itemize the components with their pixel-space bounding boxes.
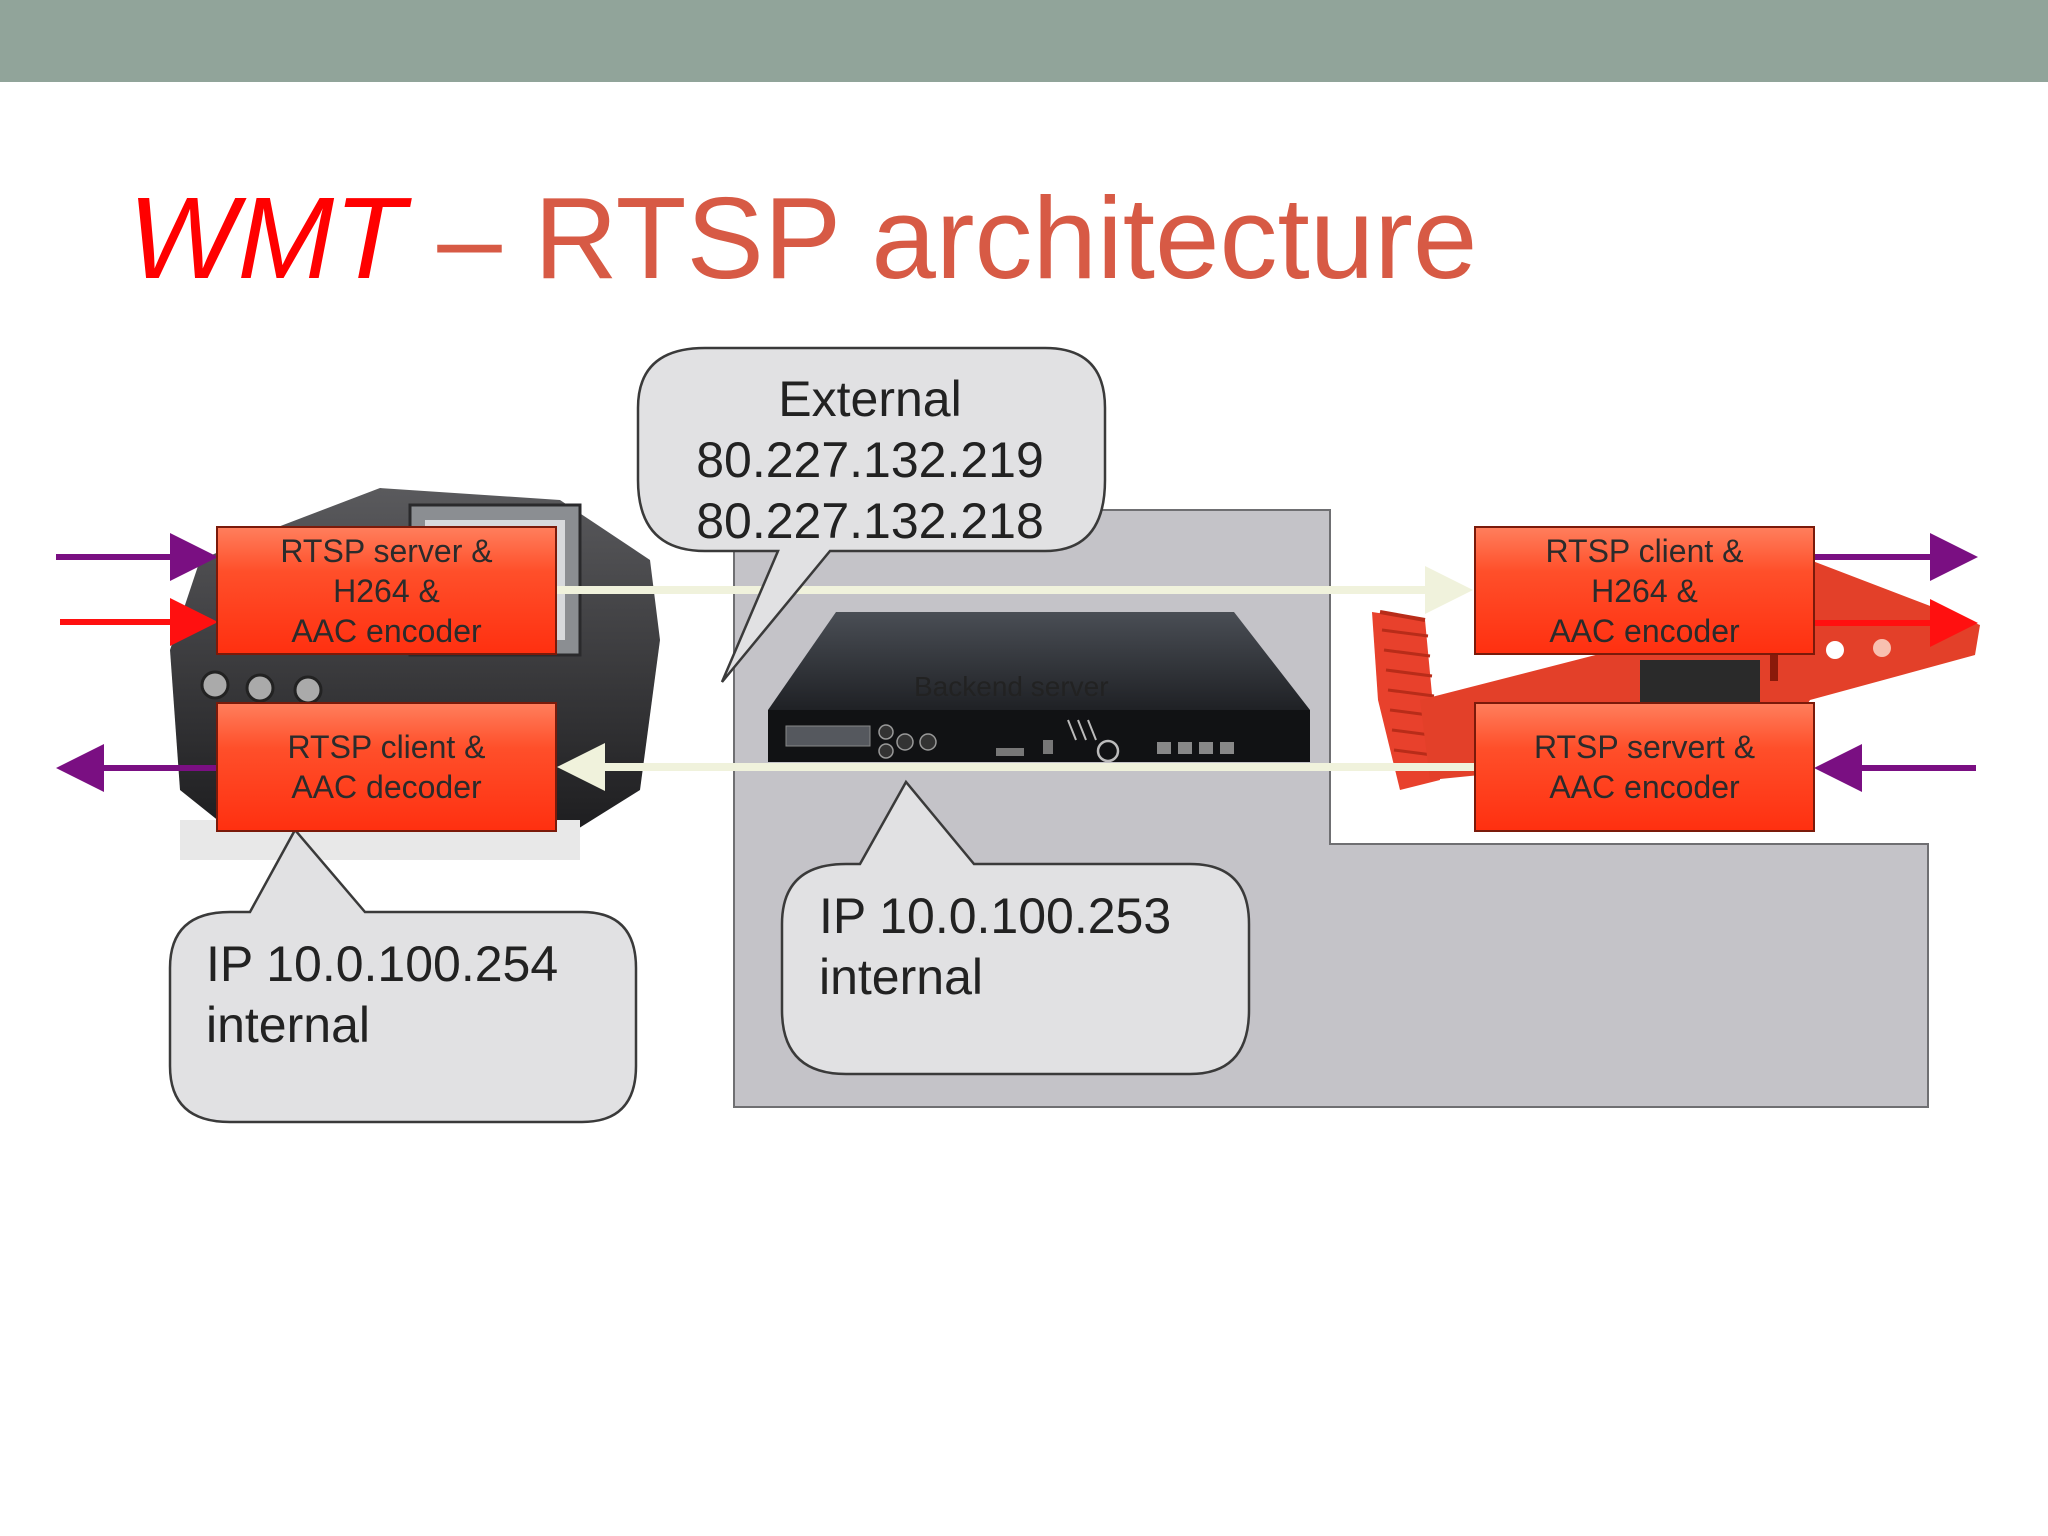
callout-external-line-1: External	[778, 371, 962, 427]
callout-center-ip-text: IP 10.0.100.253 internal	[819, 886, 1171, 1008]
box-right-top-line-3: AAC encoder	[1549, 612, 1740, 649]
box-right-bottom-line-1: RTSP servert &	[1533, 729, 1756, 765]
box-left-bottom-line-1: RTSP client &	[287, 729, 486, 765]
callout-center-ip-bubble	[780, 779, 1251, 1076]
box-left-top-line-1: RTSP server &	[280, 532, 493, 569]
callout-center-ip-line-1: IP 10.0.100.253	[819, 888, 1172, 944]
callout-left-ip-line-2: internal	[206, 997, 370, 1053]
callout-left-ip-line-1: IP 10.0.100.254	[206, 936, 559, 992]
title-rest: – RTSP architecture	[404, 173, 1478, 303]
callout-external-bubble	[636, 346, 1107, 683]
title-accent: WMT	[128, 173, 405, 303]
box-left-top-line-2: H264 &	[333, 572, 440, 609]
slide-title: WMT – RTSP architecture	[128, 168, 1828, 308]
box-right-top-line-1: RTSP client &	[1545, 532, 1744, 569]
backend-server-image	[768, 612, 1310, 763]
box-left-top-line-3: AAC encoder	[291, 612, 482, 649]
callout-center-ip-line-2: internal	[819, 949, 983, 1005]
callout-external-line-2: 80.227.132.219	[696, 432, 1044, 488]
top-band	[0, 0, 2048, 82]
callout-external-text: External 80.227.132.219 80.227.132.218	[660, 369, 1080, 552]
backend-server-label: Backend server	[914, 671, 1109, 702]
box-right-top: RTSP client & H264 & AAC encoder	[1474, 526, 1815, 655]
box-right-top-line-2: H264 &	[1591, 572, 1698, 609]
box-left-bottom-line-2: AAC decoder	[291, 769, 482, 805]
callout-left-ip-text: IP 10.0.100.254 internal	[206, 934, 558, 1056]
callout-left-ip-bubble-shape	[168, 827, 638, 1124]
callout-external-line-3: 80.227.132.218	[696, 493, 1044, 549]
box-left-bottom: RTSP client & AAC decoder	[216, 702, 557, 832]
box-left-top: RTSP server & H264 & AAC encoder	[216, 526, 557, 655]
box-right-bottom: RTSP servert & AAC encoder	[1474, 702, 1815, 832]
box-right-bottom-line-2: AAC encoder	[1549, 769, 1740, 805]
